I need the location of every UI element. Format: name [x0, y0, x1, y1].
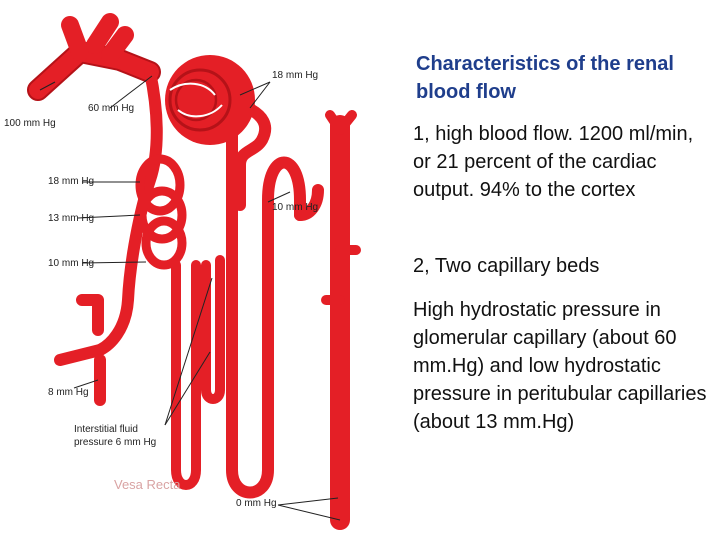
label-0mmhg: 0 mm Hg: [236, 498, 277, 509]
renal-circulation-diagram: 100 mm Hg 60 mm Hg 18 mm Hg 18 mm Hg 13 …: [4, 13, 361, 530]
capillary-loop: [135, 154, 185, 216]
label-18mmhg-top: 18 mm Hg: [272, 70, 318, 81]
label-interstitial-1: Interstitial fluid: [74, 424, 138, 435]
label-interstitial-2: pressure 6 mm Hg: [74, 437, 156, 448]
label-60mmhg: 60 mm Hg: [88, 103, 134, 114]
point-capillary-beds: 2, Two capillary beds: [413, 255, 600, 277]
point-hydrostatic-pressure: High hydrostatic pressure in glomerular …: [413, 299, 707, 433]
label-vesa-recta: Vesa Recta: [114, 477, 181, 492]
vasa-recta: [201, 255, 225, 404]
collecting-branch: [325, 110, 357, 135]
pressure-labels: 100 mm Hg 60 mm Hg 18 mm Hg 18 mm Hg 13 …: [4, 70, 318, 509]
peritubular-branch: [76, 294, 104, 336]
afferent-artery: [29, 43, 159, 99]
capillary-loop: [141, 216, 187, 270]
artery-branch: [101, 26, 134, 64]
label-18mmhg-left: 18 mm Hg: [48, 176, 94, 187]
label-10mmhg-left: 10 mm Hg: [48, 258, 94, 269]
peritubular-branch: [54, 344, 106, 366]
artery-branch: [61, 16, 89, 61]
vessel-tree: [27, 13, 361, 530]
label-8mmhg: 8 mm Hg: [48, 387, 89, 398]
capillary-loop: [137, 186, 187, 244]
distal-tubule: [294, 184, 324, 221]
loop-of-henle: [226, 124, 306, 499]
vasa-recta: [171, 260, 201, 490]
pointer-lines: [39, 75, 341, 521]
slide-title: Characteristics of the renal blood flow: [416, 53, 674, 103]
artery-branch: [86, 13, 119, 54]
proximal-tubule: [234, 102, 272, 211]
label-10mmhg-right: 10 mm Hg: [272, 202, 318, 213]
point-blood-flow: 1, high blood flow. 1200 ml/min, or 21 p…: [413, 123, 694, 201]
label-13mmhg: 13 mm Hg: [48, 213, 94, 224]
label-100mmhg: 100 mm Hg: [4, 118, 56, 129]
glomerulus: [165, 55, 255, 145]
